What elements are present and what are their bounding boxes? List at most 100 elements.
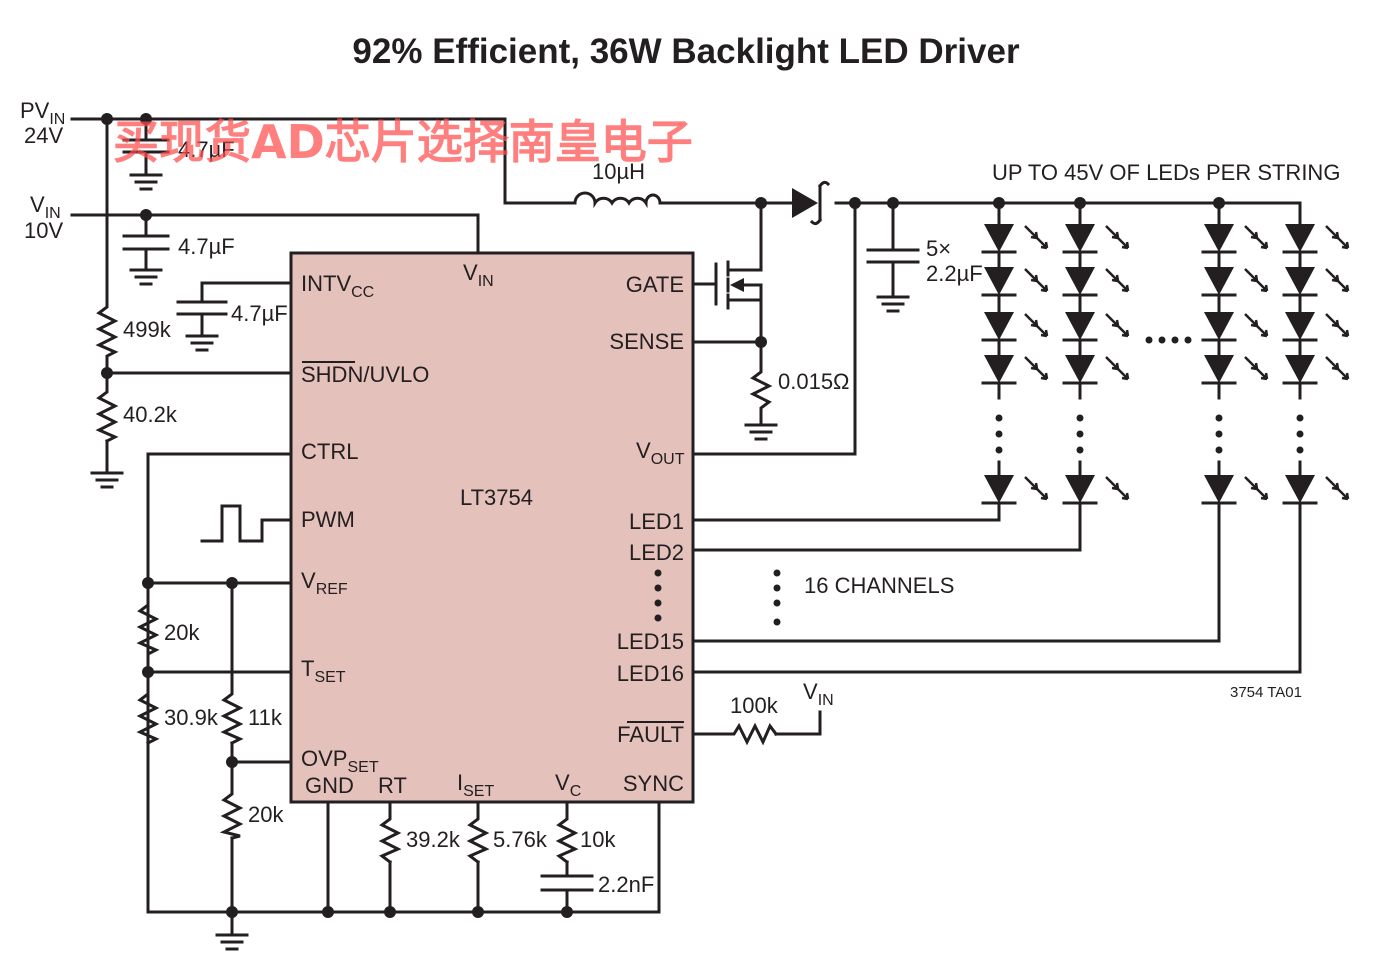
pin-tset: TSET (301, 656, 346, 686)
r-ovp-top-label: 11k (248, 705, 283, 730)
resistor-rt (378, 813, 402, 865)
led-diode (984, 355, 1014, 383)
pin-gnd: GND (305, 773, 354, 798)
pwm-pulse-symbol (200, 504, 264, 543)
led-light-arrow (1335, 323, 1350, 338)
figure-id: 3754 TA01 (1230, 684, 1302, 701)
resistor-uvlo-bottom (95, 386, 119, 444)
r-uvlo-bottom-label: 40.2k (123, 402, 178, 427)
led-string-ellipsis-dot (1215, 414, 1223, 422)
resistor-sense (749, 366, 773, 414)
pin-intvcc: INTVCC (301, 271, 374, 301)
pin-led15: LED15 (617, 629, 684, 654)
resistor-iset (466, 813, 490, 865)
led-light-arrow (1254, 366, 1269, 381)
pin-led16: LED16 (617, 661, 684, 686)
led-light-arrow (1034, 486, 1049, 501)
capacitor-vin (122, 234, 170, 251)
string-ellipsis (1145, 336, 1192, 344)
led-light-arrow (1034, 278, 1049, 293)
led-string-ellipsis-dot (995, 430, 1003, 438)
led-diode (1065, 267, 1095, 295)
r-iset-label: 5.76k (493, 827, 548, 852)
led-string-ellipsis-dot (1076, 446, 1084, 454)
led-diode (1204, 475, 1234, 503)
led-light-arrow (1254, 323, 1269, 338)
capacitor-pvin (122, 138, 170, 154)
resistor-uvlo-top (95, 301, 119, 360)
inductor-label: 10µH (592, 159, 645, 184)
led-diode (1065, 224, 1095, 252)
resistor-fault (728, 722, 779, 746)
led-string-ellipsis-dot (1076, 430, 1084, 438)
led-string-ellipsis-dot (1215, 446, 1223, 454)
led-string-note: UP TO 45V OF LEDs PER STRING (992, 160, 1340, 185)
diagram-title: 92% Efficient, 36W Backlight LED Driver (352, 32, 1020, 71)
led-string-ellipsis-dot (995, 446, 1003, 454)
c-out-value: 2.2µF (926, 261, 983, 286)
resistor-vref-top (136, 581, 160, 674)
schottky-diode (792, 180, 831, 226)
resistor-ovp-top (220, 688, 244, 746)
inductor (573, 191, 662, 209)
led-diode (1065, 475, 1095, 503)
r-sense-label: 0.015Ω (778, 369, 850, 394)
led-light-arrow (1254, 235, 1269, 250)
led-diode (1285, 355, 1315, 383)
led-string-ellipsis-dot (1296, 446, 1304, 454)
pin-shdn-uvlo: SHDN/UVLO (301, 362, 429, 387)
pin-ctrl: CTRL (301, 439, 358, 464)
pin-ovpset: OVPSET (301, 746, 379, 776)
pin-sense: SENSE (609, 329, 684, 354)
watermark-text: 买现货AD芯片选择南皇电子 (113, 115, 693, 169)
led-light-arrow (1254, 278, 1269, 293)
capacitor-intvcc (176, 300, 228, 316)
led-diode (1204, 267, 1234, 295)
led-diode (984, 312, 1014, 340)
led-light-arrow (1335, 366, 1350, 381)
led-light-arrow (1115, 278, 1130, 293)
c-vc-label: 2.2nF (598, 872, 654, 897)
resistor-vc (555, 813, 579, 865)
pin-vc: VC (555, 770, 581, 800)
led-light-arrow (1254, 486, 1269, 501)
r-uvlo-top-label: 499k (123, 317, 172, 342)
pin-fault: FAULT (617, 722, 684, 747)
c-intvcc-label: 4.7µF (231, 301, 288, 326)
capacitor-vc (540, 874, 594, 892)
c-out-count: 5× (926, 236, 951, 261)
led-diode (1285, 267, 1315, 295)
vin-pullup-label: VIN (803, 679, 834, 709)
channels-note: 16 CHANNELS (804, 573, 954, 598)
led-diode (1204, 224, 1234, 252)
led-diode (1285, 312, 1315, 340)
led-strings (981, 201, 1350, 510)
led-string-ellipsis-dot (1076, 414, 1084, 422)
led-light-arrow (1034, 323, 1049, 338)
led-diode (1065, 312, 1095, 340)
pin-iset: ISET (457, 770, 494, 800)
pin-rt: RT (378, 773, 407, 798)
pin-led2: LED2 (629, 540, 684, 565)
r-ovp-bottom-label: 20k (248, 802, 284, 827)
led-diode (984, 475, 1014, 503)
led-string-ellipsis-dot (995, 414, 1003, 422)
r-vc-label: 10k (580, 827, 616, 852)
led-diode (1204, 312, 1234, 340)
led-string-ellipsis-dot (1296, 430, 1304, 438)
pvin-value: 24V (24, 123, 63, 148)
c-vin-label: 4.7µF (178, 234, 235, 259)
ic-name: LT3754 (460, 485, 533, 510)
led-light-arrow (1115, 486, 1130, 501)
junction-dots (101, 113, 1225, 918)
r-tset-label: 30.9k (164, 705, 219, 730)
led-pin-ellipsis (654, 569, 662, 622)
led-string-ellipsis-dot (1296, 414, 1304, 422)
led-diode (1285, 475, 1315, 503)
led-light-arrow (1034, 366, 1049, 381)
capacitor-output (866, 248, 920, 264)
led-diode (1285, 224, 1315, 252)
led-diode (984, 224, 1014, 252)
pin-sync: SYNC (623, 771, 684, 796)
